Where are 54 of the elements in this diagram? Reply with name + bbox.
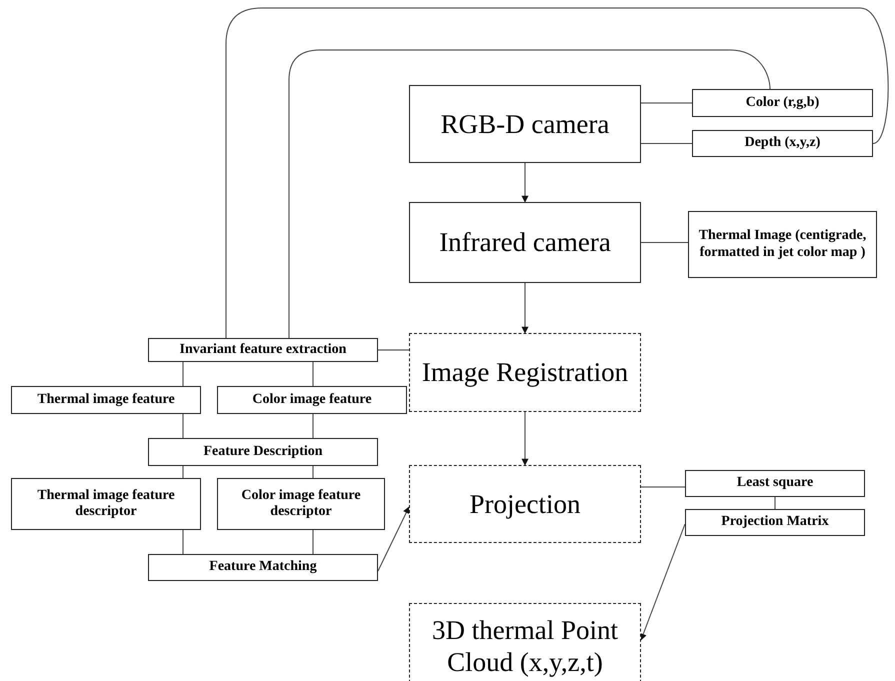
- box-label: Color image feature descriptor: [240, 488, 362, 520]
- process-box: [692, 130, 873, 157]
- connector-line: [182, 466, 184, 478]
- box-label: Invariant feature extraction: [180, 342, 346, 358]
- process-box: [685, 509, 865, 536]
- process-box: [217, 478, 385, 530]
- arrow: [522, 412, 528, 466]
- box-label: Color (r,g,b): [746, 94, 820, 112]
- box-label: Feature Matching: [209, 559, 317, 576]
- arrow: [640, 524, 686, 641]
- connector-line: [312, 362, 314, 386]
- box-label: Thermal image feature: [37, 392, 175, 408]
- process-box: [148, 554, 378, 581]
- box-label: 3D thermal Point Cloud (x,y,z,t): [431, 614, 619, 679]
- arrow: [522, 162, 528, 203]
- process-box: [409, 333, 641, 412]
- connector-line: [182, 414, 184, 438]
- connector-line: [640, 242, 688, 243]
- box-label: Projection Matrix: [721, 514, 829, 531]
- process-box: [688, 211, 877, 278]
- connector-line: [312, 414, 314, 438]
- connector-line: [640, 102, 692, 104]
- process-box: [409, 202, 641, 283]
- connector-line: [640, 486, 686, 488]
- connector-line: [226, 8, 889, 338]
- arrow: [522, 282, 528, 334]
- box-label: Color image feature: [252, 392, 372, 408]
- box-label: Depth (x,y,z): [744, 135, 820, 152]
- box-label: Least square: [736, 475, 814, 492]
- box-label: Infrared camera: [439, 226, 611, 259]
- box-label: Image Registration: [422, 356, 628, 389]
- process-box: [11, 386, 201, 414]
- process-box: [409, 603, 641, 681]
- connector-line: [312, 530, 314, 554]
- process-box: [148, 338, 378, 362]
- arrow: [378, 506, 410, 572]
- process-box: [692, 89, 873, 117]
- box-label: Thermal Image (centigrade, formatted in jet color map ): [698, 228, 868, 261]
- connector-line: [182, 530, 184, 554]
- process-box: [11, 478, 201, 530]
- connector-line: [312, 466, 314, 478]
- connector-line: [288, 50, 770, 338]
- process-box: [217, 386, 407, 414]
- connector-line: [640, 143, 692, 144]
- box-label: Projection: [470, 488, 580, 520]
- process-box: [409, 85, 641, 163]
- process-box: [409, 465, 641, 543]
- box-label: Thermal image feature descriptor: [36, 488, 176, 520]
- connector-line: [182, 362, 184, 386]
- connector-line: [774, 496, 776, 510]
- process-box: [148, 438, 378, 466]
- box-label: RGB-D camera: [440, 108, 610, 140]
- process-box: [685, 470, 865, 497]
- box-label: Feature Description: [203, 444, 323, 460]
